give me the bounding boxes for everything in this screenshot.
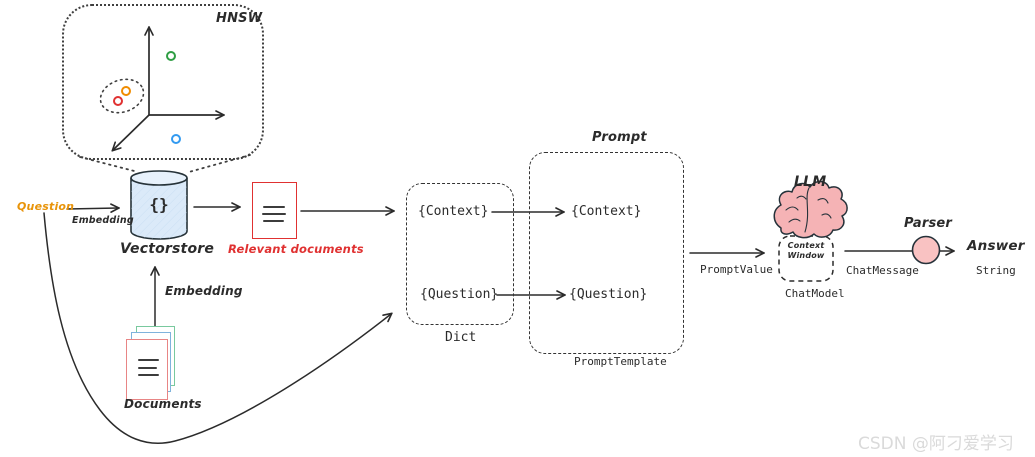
doc-text-line	[263, 206, 285, 208]
hnsw-axes	[113, 28, 223, 150]
relevant-document-icon	[252, 182, 297, 239]
arrow-question-to-vectorstore	[66, 208, 118, 209]
answer-label: Answer	[967, 238, 1025, 254]
doc-text-line	[263, 220, 284, 222]
vector-point-blue	[171, 134, 181, 144]
dict-question-field: {Question}	[420, 287, 499, 302]
nearest-neighbors-ellipse	[99, 78, 145, 114]
vectorstore-label: Vectorstore	[120, 241, 215, 257]
context-window-line2: Window	[787, 250, 825, 260]
vectorstore-braces: {}	[149, 195, 169, 214]
documents-embedding-arrow-label: Embedding	[165, 284, 243, 298]
doc-text-line	[138, 374, 159, 376]
context-window-label: Context Window	[779, 241, 833, 260]
hnsw-callout-bubble	[62, 4, 264, 160]
documents-label: Documents	[124, 397, 202, 411]
prompt-template-label: PromptTemplate	[574, 355, 667, 368]
doc-text-line	[262, 213, 286, 215]
dict-label: Dict	[445, 330, 477, 345]
question-to-dict-connector	[43, 212, 391, 444]
hnsw-label: HNSW	[216, 11, 263, 26]
prompt-value-label: PromptValue	[700, 263, 773, 276]
prompt-title: Prompt	[592, 130, 647, 145]
dict-box	[406, 183, 514, 325]
vector-point-green	[166, 51, 176, 61]
llm-title: LLM	[794, 174, 827, 190]
doc-text-line	[138, 359, 159, 361]
document-page-red	[126, 339, 168, 400]
answer-type-label: String	[976, 264, 1016, 277]
embedding-arrow-label: Embedding	[72, 215, 134, 226]
prompt-context-field: {Context}	[571, 204, 642, 219]
vector-point-red	[113, 96, 123, 106]
doc-text-line	[138, 367, 157, 369]
chat-model-label: ChatModel	[785, 287, 845, 300]
watermark: CSDN @阿刁爱学习	[858, 434, 1014, 454]
vectorstore-icon	[130, 170, 188, 240]
question-label: Question	[17, 200, 75, 213]
hnsw-bubble-tail	[79, 154, 251, 173]
brain-icon	[773, 180, 848, 239]
context-window-box	[778, 235, 834, 282]
dict-context-field: {Context}	[418, 204, 489, 219]
chat-message-label: ChatMessage	[846, 264, 919, 277]
flow-arrows	[43, 207, 953, 444]
parser-title: Parser	[904, 216, 953, 231]
vector-point-orange	[121, 86, 131, 96]
prompt-question-field: {Question}	[569, 287, 648, 302]
relevant-documents-label: Relevant documents	[228, 242, 364, 256]
parser-icon	[911, 235, 941, 265]
prompt-template-box	[529, 152, 684, 354]
context-window-line1: Context	[787, 241, 825, 250]
